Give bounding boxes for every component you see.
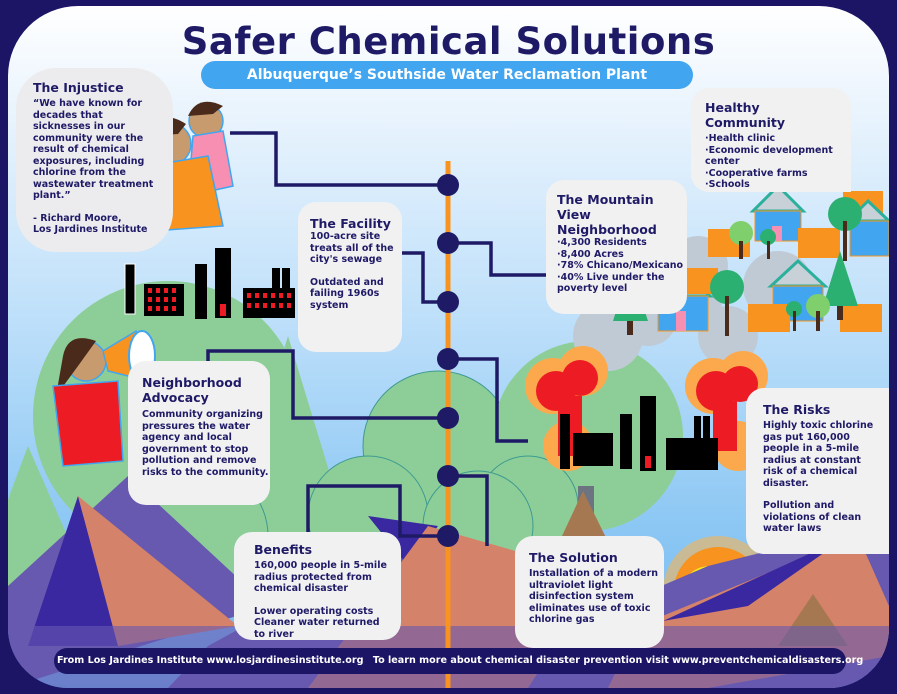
list-item: ·8,400 Acres [557,248,624,260]
timeline-node [437,291,459,313]
list-item: ·Health clinic [705,133,776,144]
list-item: ·Cooperative farms [705,167,808,179]
factory-icon [124,248,295,319]
infographic-frame: Safer Chemical Solutions Albuquerque’s S… [8,6,889,688]
list-item: ·40% Live under the poverty level [557,271,665,295]
card-healthy-community: Healthy Community ·Health clinic ·Econom… [691,88,851,192]
card-text: Community organizing pressures the water… [142,409,269,478]
card-attribution: - Richard Moore, Los Jardines Institute [33,212,148,236]
card-text: 100-acre site treats all of the city's s… [310,231,394,265]
card-benefits: Benefits 160,000 people in 5-mile radius… [234,532,401,640]
footer-source-link[interactable]: From Los Jardines Institute www.losjardi… [57,655,364,666]
timeline-node [437,174,459,196]
list-item: ·Schools [705,179,750,190]
list-item: ·4,300 Residents [557,237,647,248]
card-facility: The Facility 100-acre site treats all of… [298,202,402,352]
timeline-node [437,525,459,547]
card-advocacy: Neighborhood Advocacy Community organizi… [128,361,270,505]
card-title: Healthy Community [705,100,786,130]
card-title: Benefits [254,542,313,557]
card-title: The Facility [310,216,391,231]
card-text: Outdated and failing 1960s system [310,276,384,311]
card-title: The Risks [763,402,831,417]
card-text: Installation of a modern ultraviolet lig… [529,568,659,625]
list-item: ·Economic development center [705,144,833,168]
timeline-node [437,407,459,429]
timeline-node [437,348,459,370]
card-risks: The Risks Highly toxic chlorine gas put … [746,388,889,554]
card-text: 160,000 people in 5-mile radius protecte… [254,560,387,594]
card-title: The Mountain View Neighborhood [557,192,657,237]
card-text: Lower operating costs Cleaner water retu… [254,605,380,640]
card-neighborhood: The Mountain View Neighborhood ·4,300 Re… [546,180,687,314]
connector-lines [206,131,556,546]
card-quote: “We have known for decades that sickness… [33,98,154,201]
card-title: Neighborhood Advocacy [142,375,242,405]
card-solution: The Solution Installation of a modern ul… [515,536,664,648]
footer-learn-more-link[interactable]: To learn more about chemical disaster pr… [372,655,864,666]
list-item: ·78% Chicano/Mexicano [557,260,684,271]
timeline-nodes [437,174,459,547]
card-title: The Solution [529,550,618,565]
footer-banner: From Los Jardines Institute www.losjardi… [54,648,863,674]
page-title: Safer Chemical Solutions [181,20,716,63]
subtitle-banner: Albuquerque’s Southside Water Reclamatio… [201,61,693,89]
megaphone-person-icon [52,329,156,467]
timeline-node [437,465,459,487]
card-text: Pollution and violations of clean water … [763,500,862,534]
timeline-node [437,232,459,254]
card-title: The Injustice [33,80,124,95]
card-text: Highly toxic chlorine gas put 160,000 pe… [763,420,874,489]
card-injustice: The Injustice “We have known for decades… [16,68,173,252]
